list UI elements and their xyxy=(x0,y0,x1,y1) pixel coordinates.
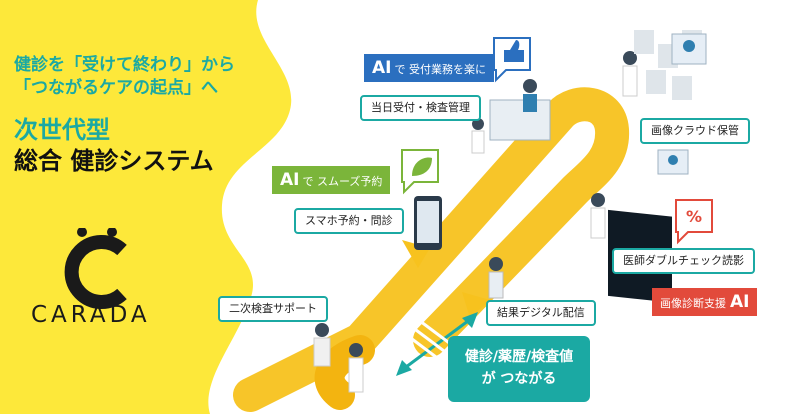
ai-diagnosis-tag: 画像診断支援 AI xyxy=(652,288,758,316)
svg-text:%: % xyxy=(686,207,702,226)
label-digital: 結果デジタル配信 xyxy=(486,300,596,326)
headline-line1: 健診を「受けて終わり」から xyxy=(14,55,235,75)
connect-line2: が つながる xyxy=(481,371,557,387)
seated-patient xyxy=(315,323,329,337)
doctor-avatar-bubble-icon xyxy=(671,33,707,65)
reading-doctor xyxy=(591,193,605,207)
ai-reception-text: で 受付業務を楽に xyxy=(394,63,486,76)
headline-block: 健診を「受けて終わり」から 「つながるケアの起点」へ 次世代型 総合 健診システ… xyxy=(14,54,235,176)
carada-logo-icon xyxy=(64,228,127,309)
connector-arrowtail-icon xyxy=(396,360,412,376)
doctor-figure xyxy=(623,51,637,65)
standing-doctor xyxy=(349,343,363,357)
title-line1: 次世代型 xyxy=(14,116,110,144)
thumbs-up-bubble-icon xyxy=(493,37,531,83)
label-smartphone: スマホ予約・問診 xyxy=(294,208,404,234)
connector-arrowhead-icon xyxy=(462,312,478,328)
receptionist xyxy=(523,79,537,93)
connect-line1: 健診/薬歴/検査値 xyxy=(464,349,574,365)
ai-booking-ai: AI xyxy=(280,170,300,190)
ai-reception-ai: AI xyxy=(372,58,392,78)
label-double-check: 医師ダブルチェック読影 xyxy=(612,248,755,274)
arrow-down-icon xyxy=(462,292,490,318)
chat-bubble-icon xyxy=(657,149,689,175)
ai-diagnosis-text: 画像診断支援 xyxy=(660,297,726,310)
person-with-tablet xyxy=(489,257,503,271)
carada-logo-text: CARADA xyxy=(31,302,151,328)
patient-at-desk xyxy=(472,118,484,130)
ai-booking-text: で スムーズ予約 xyxy=(302,175,383,188)
label-cloud: 画像クラウド保管 xyxy=(640,118,750,144)
ai-diagnosis-ai: AI xyxy=(730,292,750,312)
title-line2: 総合 健診システム xyxy=(14,147,214,175)
label-reception: 当日受付・検査管理 xyxy=(360,95,481,121)
reception-desk xyxy=(489,99,551,141)
connect-box: 健診/薬歴/検査値 が つながる xyxy=(448,336,590,402)
flow-path xyxy=(233,87,629,412)
percent-bubble-icon: % xyxy=(675,199,713,245)
leaf-bubble-icon xyxy=(401,149,439,195)
label-secondary: 二次検査サポート xyxy=(218,296,328,322)
headline-line2: 「つながるケアの起点」へ xyxy=(14,78,218,98)
